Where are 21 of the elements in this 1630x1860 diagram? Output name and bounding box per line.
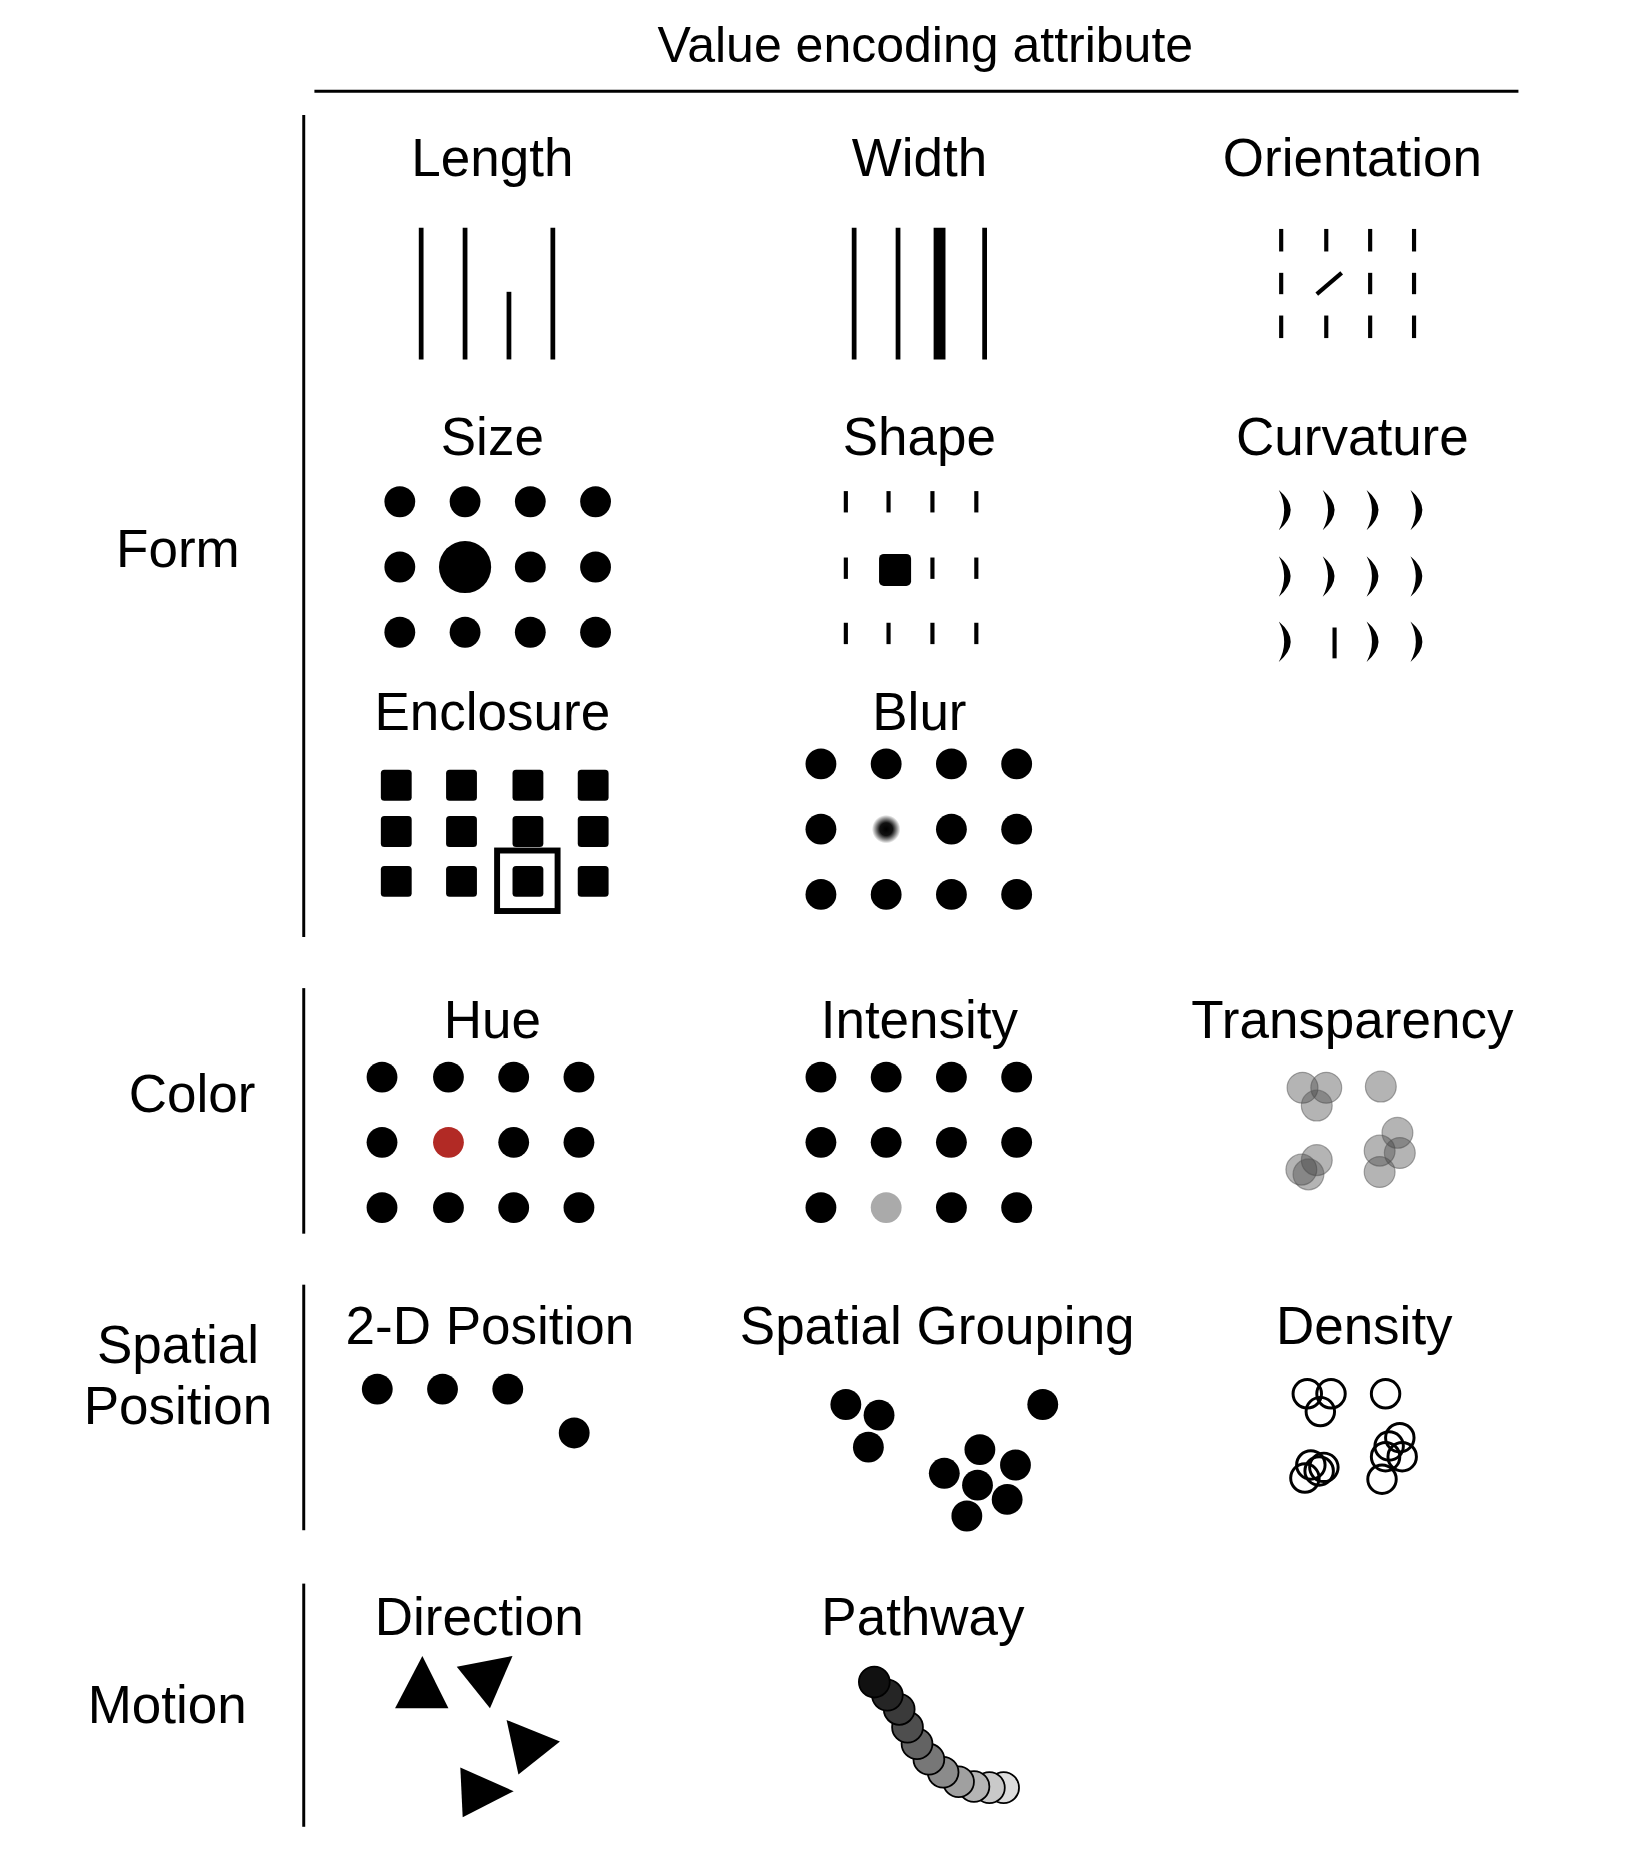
attribute-label: Width	[851, 127, 988, 189]
attribute-label: 2-D Position	[345, 1295, 635, 1357]
attribute-label: Density	[1275, 1295, 1453, 1357]
category-label: Form	[115, 518, 241, 580]
attribute-label: Shape	[842, 406, 996, 468]
attribute-label: Blur	[872, 681, 967, 743]
category-label: Spatial Position	[82, 1315, 274, 1438]
attribute-label: Size	[440, 406, 544, 468]
attribute-label: Orientation	[1222, 127, 1482, 189]
attribute-label: Length	[411, 127, 574, 189]
heading: Value encoding attribute	[657, 20, 1194, 71]
category-label: Color	[127, 1063, 257, 1125]
attribute-label: Pathway	[821, 1586, 1025, 1648]
attribute-label: Enclosure	[374, 681, 611, 743]
category-label: Motion	[86, 1674, 248, 1736]
attribute-label: Intensity	[820, 989, 1019, 1051]
attribute-label: Direction	[374, 1586, 584, 1648]
attribute-label: Hue	[443, 989, 541, 1051]
attribute-label: Transparency	[1191, 989, 1514, 1051]
attribute-label: Spatial Grouping	[739, 1295, 1135, 1357]
attribute-label: Curvature	[1236, 406, 1469, 468]
